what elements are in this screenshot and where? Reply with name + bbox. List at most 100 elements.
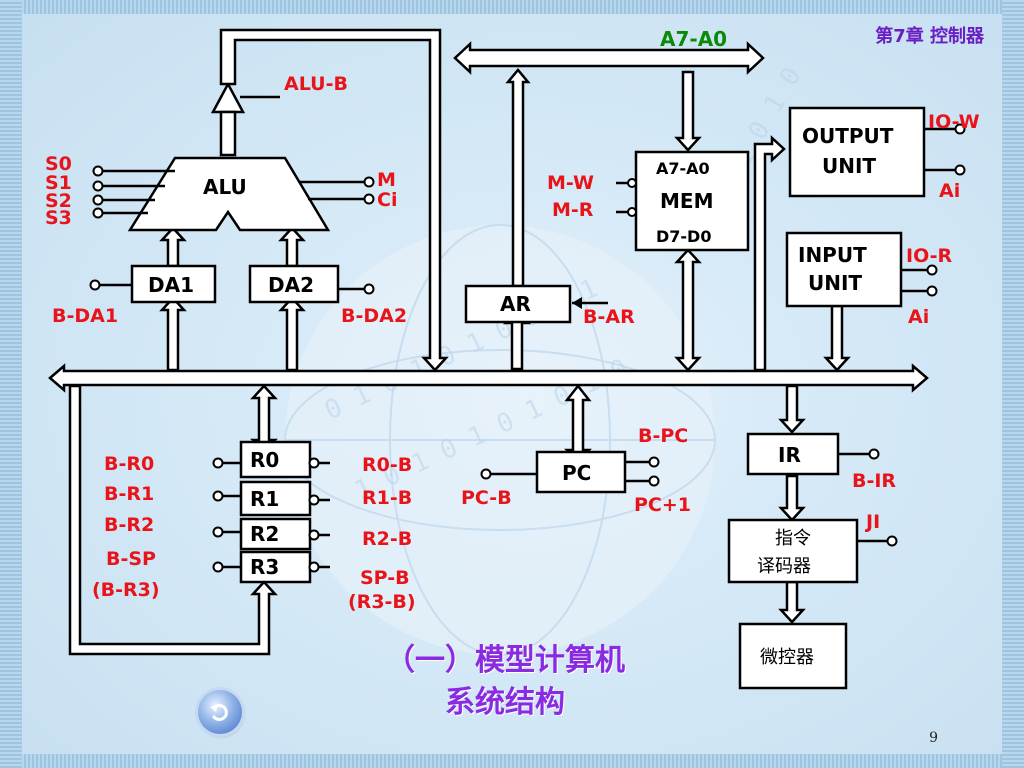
ji-pin [857, 535, 898, 547]
slide-title-line2: 系统结构 [445, 685, 565, 720]
bus-to-ir-arrow [778, 384, 806, 434]
bus-to-output-path [753, 135, 786, 372]
ar-address-connection [505, 68, 531, 288]
address-to-mem-arrow [674, 70, 702, 152]
address-bus-label: A7-A0 [660, 27, 727, 51]
register-left-pins [212, 457, 241, 573]
input-unit-line1: INPUT [798, 243, 867, 267]
da2-block [248, 264, 340, 304]
b-da1-signal: B-DA1 [52, 305, 118, 327]
instruction-decoder-line1: 指令 [775, 528, 811, 549]
ai-output-signal: Ai [939, 180, 960, 202]
ji-signal: JI [864, 511, 880, 533]
instruction-decoder-line2: 译码器 [757, 556, 811, 577]
mem-block [634, 150, 750, 252]
address-bus [453, 41, 765, 75]
r0-b-signal: R0-B [362, 454, 412, 476]
b-r3-signal: (B-R3) [92, 579, 160, 601]
microcontroller-label: 微控器 [760, 647, 814, 668]
r1-b-signal: R1-B [362, 487, 412, 509]
slide-title: （一）模型计算机 系统结构 [330, 640, 680, 724]
bus-to-da1-arrow [159, 296, 187, 372]
ir-block [746, 432, 840, 476]
mem-label: MEM [660, 189, 713, 213]
output-unit-line2: UNIT [822, 154, 876, 178]
mem-rw-pins [616, 178, 637, 217]
b-ar-signal: B-AR [583, 306, 635, 328]
s0-signal: S0 [45, 153, 72, 175]
r2-label: R2 [250, 522, 279, 546]
b-ir-signal: B-IR [852, 470, 896, 492]
m-w-signal: M-W [547, 172, 594, 194]
input-unit-line2: UNIT [808, 271, 862, 295]
s3-signal: S3 [45, 207, 72, 229]
output-unit-block [788, 106, 926, 198]
b-sp-signal: B-SP [106, 548, 156, 570]
alu-m-ci-pins [300, 176, 375, 205]
slide-frame-bottom [0, 754, 1024, 768]
mem-databus-arrow [674, 248, 702, 372]
slide-title-line1: （一）模型计算机 [385, 643, 625, 678]
ir-pin [838, 448, 880, 460]
microcontroller-block [738, 622, 848, 690]
da2-label: DA2 [268, 273, 314, 297]
da1-block [130, 264, 217, 304]
r3-b-signal: (R3-B) [348, 591, 416, 613]
b-r1-signal: B-R1 [104, 483, 154, 505]
alu-output-path [210, 28, 449, 372]
m-r-signal: M-R [552, 199, 594, 221]
alu-label: ALU [203, 175, 247, 199]
m-signal: M [377, 169, 396, 191]
pc-block [535, 450, 627, 494]
r0-label: R0 [250, 448, 279, 472]
return-button[interactable] [198, 690, 242, 734]
return-arrow-icon [210, 704, 228, 721]
pc-label: PC [562, 461, 591, 485]
s1-signal: S1 [45, 172, 72, 194]
b-ar-arrow [572, 297, 608, 309]
r2-block [239, 517, 312, 551]
mem-address-label: A7-A0 [656, 159, 710, 178]
r1-block [239, 480, 312, 517]
slide-frame-left [0, 0, 22, 768]
r1-label: R1 [250, 487, 279, 511]
output-unit-line1: OUTPUT [802, 124, 894, 148]
io-r-signal: IO-R [906, 245, 952, 267]
alu-select-pins [92, 165, 175, 219]
output-pins [924, 123, 966, 176]
da1-label: DA1 [148, 273, 194, 297]
bus-to-da2-arrow [278, 296, 306, 372]
ai-input-signal: Ai [908, 306, 929, 328]
decoder-to-microcontroller-arrow [778, 580, 806, 624]
ar-block [464, 284, 572, 324]
mem-data-label: D7-D0 [656, 227, 711, 246]
r3-label: R3 [250, 555, 279, 579]
ir-label: IR [778, 443, 801, 467]
pc-pins [480, 456, 660, 487]
alu-block [127, 156, 331, 232]
data-bus [48, 363, 929, 393]
slide-frame-right [1002, 0, 1024, 768]
da2-to-alu-arrow [278, 226, 306, 268]
da-pins [89, 279, 375, 295]
pc-b-signal: PC-B [461, 487, 512, 509]
da1-to-alu-arrow [159, 226, 187, 268]
instruction-decoder-block [727, 518, 859, 584]
chapter-header: 第7章 控制器 [875, 26, 984, 47]
page-number: 9 [929, 730, 938, 746]
input-to-bus-arrow [823, 304, 851, 372]
b-pc-signal: B-PC [638, 425, 688, 447]
slide-frame-top [0, 0, 1024, 14]
ci-signal: Ci [377, 189, 397, 211]
input-pins [901, 264, 938, 297]
pc-plus1-signal: PC+1 [634, 494, 691, 516]
s2-signal: S2 [45, 190, 72, 212]
input-unit-block [785, 231, 903, 308]
ar-label: AR [500, 292, 531, 316]
sp-b-signal: SP-B [360, 567, 410, 589]
b-da2-signal: B-DA2 [341, 305, 407, 327]
ir-to-decoder-arrow [778, 474, 806, 522]
b-r0-signal: B-R0 [104, 453, 154, 475]
